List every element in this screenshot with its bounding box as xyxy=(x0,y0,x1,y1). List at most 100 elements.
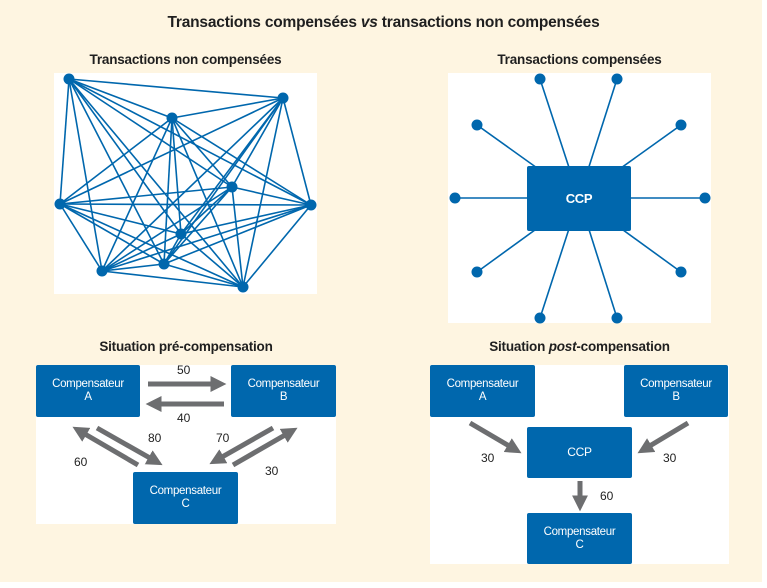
mesh-edge xyxy=(59,203,165,265)
mesh-edge xyxy=(231,186,244,288)
star-node xyxy=(449,192,461,204)
non-cleared-title: Transactions non compensées xyxy=(89,52,282,67)
flow-label-b-ccp: 30 xyxy=(663,451,677,465)
star-node xyxy=(471,119,483,131)
post-compensation-title: Situation post-compensation xyxy=(489,339,670,354)
box-label: Compensateur xyxy=(543,525,616,538)
flow-label-a-b: 50 xyxy=(177,363,191,377)
mesh-node xyxy=(175,228,187,240)
mesh-edge xyxy=(171,97,284,119)
flow-label-ccp-c: 60 xyxy=(600,489,614,503)
mesh-node xyxy=(166,112,178,124)
figure-title: Transactions compensées vs transactions … xyxy=(167,14,600,31)
mesh-node xyxy=(54,198,66,210)
mesh-edge xyxy=(101,117,173,272)
mesh-edge xyxy=(163,263,244,288)
box-label: Compensateur xyxy=(446,378,519,390)
box-letter: A xyxy=(478,391,487,403)
box-letter: B xyxy=(672,391,680,403)
box-letter: C xyxy=(575,538,584,551)
mesh-edge xyxy=(171,117,233,188)
mesh-edge xyxy=(163,233,182,265)
mesh-edge xyxy=(59,78,70,205)
star-node xyxy=(534,73,546,85)
mesh-edge xyxy=(231,97,284,188)
star-node xyxy=(675,266,687,278)
mesh-node xyxy=(277,92,289,104)
mesh-edge xyxy=(163,204,312,265)
mesh-edge xyxy=(242,204,312,288)
arrow-b-to-c xyxy=(209,425,275,465)
pre-compensation-title: Situation pré-compensation xyxy=(99,339,273,354)
mesh-edge xyxy=(101,263,165,272)
mesh-edge xyxy=(101,233,182,272)
flow-label-a-c: 80 xyxy=(148,431,162,445)
flow-label-b-c: 70 xyxy=(216,431,230,445)
mesh-edge xyxy=(282,97,312,206)
mesh-edge xyxy=(163,117,173,265)
mesh-edge xyxy=(242,97,284,288)
arrow-c-to-b xyxy=(231,427,298,468)
mesh-edge xyxy=(101,186,233,272)
mesh-edge xyxy=(68,78,173,119)
box-label: Compensateur xyxy=(52,378,124,390)
mesh-edge xyxy=(68,78,103,272)
arrow-c-to-a xyxy=(72,426,140,468)
arrow-a-to-c xyxy=(95,425,163,466)
mesh-node xyxy=(226,181,238,193)
box-label: Compensateur xyxy=(149,485,222,497)
box-label: Compensateur xyxy=(247,378,320,390)
mesh-edge xyxy=(180,233,244,288)
mesh-edge xyxy=(180,186,233,235)
mesh-edge xyxy=(101,204,312,272)
arrow-b-to-ccp xyxy=(637,420,690,454)
mesh-node xyxy=(158,258,170,270)
mesh-edge xyxy=(59,203,312,206)
mesh-node xyxy=(305,199,317,211)
mesh-edge xyxy=(171,117,182,235)
mesh-edge xyxy=(68,78,244,288)
box-letter: B xyxy=(279,391,288,403)
star-node xyxy=(471,266,483,278)
mesh-edge xyxy=(59,117,173,205)
post-ccp: CCP xyxy=(527,427,632,478)
mesh-edge xyxy=(68,78,182,235)
mesh-edge xyxy=(101,270,244,288)
mesh-edge xyxy=(68,78,165,265)
cleared-title: Transactions compensées xyxy=(497,52,662,67)
mesh-node xyxy=(63,73,75,85)
mesh-node xyxy=(237,281,249,293)
mesh-edge xyxy=(171,117,312,206)
flow-label-c-b: 30 xyxy=(265,464,279,478)
flow-label-b-a: 40 xyxy=(177,411,191,425)
flow-label-c-a: 60 xyxy=(74,455,88,469)
box-label: Compensateur xyxy=(640,378,712,390)
mesh-edge xyxy=(59,97,284,205)
mesh-edge xyxy=(59,203,244,288)
star-node xyxy=(675,119,687,131)
mesh-edge xyxy=(101,97,284,272)
mesh-edge xyxy=(68,78,233,188)
box-letter: C xyxy=(181,498,190,510)
mesh-edge xyxy=(231,186,312,206)
mesh-edge xyxy=(59,203,182,235)
star-node xyxy=(699,192,711,204)
ccp-hub-label: CCP xyxy=(565,191,593,206)
mesh-edge xyxy=(59,186,233,205)
mesh-edge xyxy=(180,204,312,235)
box-label: CCP xyxy=(567,445,592,459)
mesh-edge xyxy=(59,203,103,272)
mesh-edge xyxy=(163,186,233,265)
mesh-node xyxy=(96,265,108,277)
star-node xyxy=(534,312,546,324)
box-letter: A xyxy=(84,391,92,403)
ccp-hub: CCP xyxy=(527,166,631,231)
